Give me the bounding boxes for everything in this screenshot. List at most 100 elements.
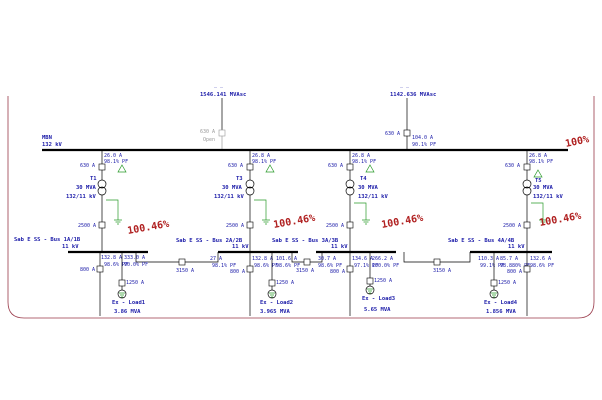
source-1-bar: _ _ [214, 82, 224, 88]
tie-breaker-2[interactable]: 3150 A [291, 252, 323, 274]
feeder-t5-name: T5 [535, 178, 542, 184]
source-1-breaker[interactable] [218, 129, 226, 137]
feeder-t4-lv-breaker[interactable] [346, 221, 354, 229]
load-2-a2: 27 A [210, 256, 222, 262]
load-1-name: Ex - Load1 [112, 300, 146, 306]
load-1-mva: 3.86 MVA [114, 309, 141, 315]
load-3[interactable]: 30.7 A 98.6% PF 134.6 A 97.1% PF 266.2 A… [318, 252, 399, 316]
source-1-mvasc: 1546.141 MVAsc [200, 92, 246, 98]
load-1-load-breaker[interactable] [118, 279, 126, 287]
source-2-bar: _ _ [400, 82, 410, 88]
tie-breaker-3-switch[interactable] [433, 258, 441, 266]
tie-breaker-3[interactable]: 3150 A [403, 252, 471, 274]
tie-breaker-1-switch[interactable] [178, 258, 186, 266]
load-1-p2: 90.0% PF [124, 262, 148, 268]
load-4[interactable]: 110.3 A 99.1% PF 85.7 A 98.880% PF 132.6… [478, 252, 554, 316]
feeder-t5-ratio: 132/11 kV [533, 194, 563, 200]
feeder-t4-hv-breaker[interactable] [346, 163, 354, 171]
main-bus[interactable]: MBN 132 kV 100% [42, 134, 590, 152]
feeder-t4[interactable]: 26.8 A 98.1% PF 630 A T4 30 MVA 132/11 k… [326, 150, 424, 252]
tie-breaker-3-amp: 3150 A [433, 268, 451, 274]
lv-bus-2-voltage: 11 kV [232, 244, 249, 250]
load-4-name: Ex - Load4 [484, 300, 518, 306]
load-1-bus-breaker[interactable] [96, 265, 104, 273]
load-1-motor-icon[interactable] [117, 289, 127, 299]
load-3-cb-load: 1250 A [374, 278, 392, 284]
feeder-t1-flow-pf: 98.1% PF [104, 159, 128, 165]
main-bus-voltage: 132 kV [42, 142, 63, 148]
load-3-load-breaker[interactable] [366, 277, 374, 285]
feeder-t3-transformer-icon[interactable] [245, 179, 255, 196]
main-bus-loading: 100% [564, 134, 590, 150]
feeder-t3-loading: 100.46% [273, 213, 316, 231]
tie-breaker-2-switch[interactable] [303, 258, 311, 266]
load-2-a1: 132.8 A [252, 256, 273, 262]
load-3-bus-breaker[interactable] [346, 265, 354, 273]
load-2-a3: 101.6 A [276, 256, 297, 262]
tie-breaker-2-amp: 3150 A [296, 268, 314, 274]
feeder-t3-flow-amp: 26.8 A [252, 153, 270, 159]
load-4-a3: 132.6 A [530, 256, 551, 262]
load-2-load-breaker[interactable] [268, 279, 276, 287]
load-4-motor-icon[interactable] [489, 289, 499, 299]
feeder-t1-flow-amp: 26.0 A [104, 153, 122, 159]
feeder-t4-name: T4 [360, 176, 367, 182]
feeder-t5-flow-amp: 26.8 A [529, 153, 547, 159]
feeder-t5-rating: 30 MVA [533, 185, 554, 191]
load-4-p2: 98.880% PF [500, 263, 530, 269]
lv-bus-4-voltage: 11 kV [508, 244, 525, 250]
feeder-t3-ratio: 132/11 kV [214, 194, 244, 200]
feeder-t5-transformer-icon[interactable] [522, 179, 532, 196]
feeder-t5[interactable]: 26.8 A 98.1% PF 630 A T5 30 MVA 132/11 k… [503, 150, 582, 252]
load-1-p1: 98.6% PF [104, 262, 128, 268]
load-2-p2: 98.1% PF [212, 263, 236, 269]
feeder-t1-cb-hv: 630 A [80, 163, 95, 169]
feeder-t3-hv-breaker[interactable] [246, 163, 254, 171]
load-4-bus-breaker[interactable] [523, 265, 531, 273]
tie-breaker-1[interactable]: 3150 A [135, 252, 219, 274]
load-4-p1: 99.1% PF [480, 263, 504, 269]
load-3-motor-icon[interactable] [365, 285, 375, 295]
feeder-t3-cb-lv: 2500 A [226, 223, 244, 229]
load-4-load-breaker[interactable] [490, 279, 498, 287]
source-2[interactable]: _ _ 1142.636 MVAsc 630 A 104.0 A 90.1% P… [385, 82, 436, 150]
feeder-t5-cb-lv: 2500 A [503, 223, 521, 229]
load-2-bus-breaker[interactable] [246, 265, 254, 273]
source-1[interactable]: _ _ 1546.141 MVAsc 630 A Open [200, 82, 246, 150]
feeder-t3-cb-hv: 630 A [228, 163, 243, 169]
load-1-a2: 333.0 A [124, 255, 145, 261]
feeder-t4-transformer-icon[interactable] [345, 179, 355, 196]
feeder-t3[interactable]: 26.8 A 98.1% PF 630 A T3 30 MVA 132/11 k… [214, 150, 316, 252]
load-2-name: Ex - Load2 [260, 300, 293, 306]
source-2-flow-amp: 104.0 A [412, 135, 433, 141]
feeder-t5-lv-breaker[interactable] [523, 221, 531, 229]
load-1[interactable]: 132.8 A 98.6% PF 333.0 A 90.0% PF 800 A … [80, 252, 148, 316]
load-2[interactable]: 27 A 98.1% PF 132.8 A 98.6% PF 101.6 A 9… [210, 252, 300, 316]
lv-bus-2-name: Sab E SS - Bus 2A/2B [176, 238, 243, 244]
source-2-flow-pf: 90.1% PF [412, 142, 436, 148]
feeder-t3-lv-breaker[interactable] [246, 221, 254, 229]
feeder-t5-hv-breaker[interactable] [523, 163, 531, 171]
feeder-t1-hv-breaker[interactable] [98, 163, 106, 171]
feeder-t4-ratio: 132/11 kV [358, 194, 388, 200]
load-1-a1: 132.8 A [101, 255, 122, 261]
source-2-cb-amp: 630 A [385, 131, 400, 137]
load-2-motor-icon[interactable] [267, 289, 277, 299]
lv-bus-4-name: Sab E SS - Bus 4A/4B [448, 238, 515, 244]
feeder-t4-flow-amp: 26.8 A [352, 153, 370, 159]
load-4-mva: 1.856 MVA [486, 309, 516, 315]
load-3-a3: 30.7 A [318, 256, 336, 262]
load-3-name: Ex - Load3 [362, 296, 395, 302]
feeder-t1[interactable]: 26.0 A 98.1% PF 630 A T1 30 MVA 132/11 k… [66, 150, 170, 252]
load-3-a2: 266.2 A [372, 256, 393, 262]
source-2-breaker[interactable] [403, 129, 411, 137]
feeder-t1-lv-breaker[interactable] [98, 221, 106, 229]
feeder-t3-delta-icon [265, 164, 275, 173]
main-bus-name: MBN [42, 135, 52, 141]
load-4-a1: 110.3 A [478, 256, 499, 262]
load-4-cb-load: 1250 A [498, 280, 516, 286]
load-1-cb-load: 1250 A [126, 280, 144, 286]
feeder-t1-name: T1 [90, 176, 97, 182]
feeder-t1-transformer-icon[interactable] [97, 179, 107, 196]
